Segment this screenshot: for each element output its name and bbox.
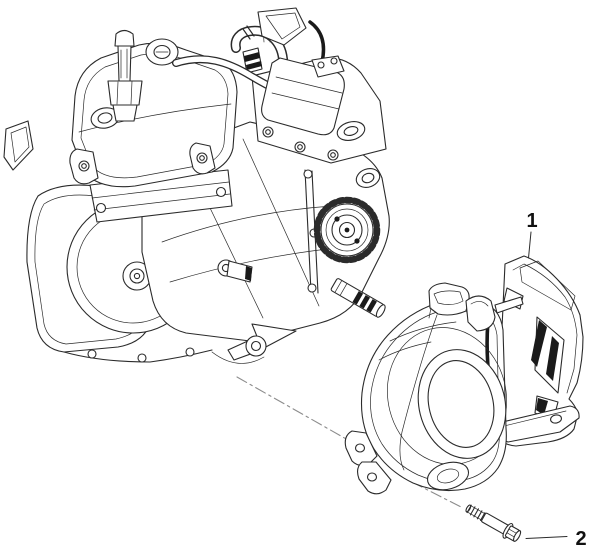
- cover-guard-bracket: [491, 255, 584, 447]
- drive-sprocket: [313, 196, 381, 264]
- sensor: [242, 47, 263, 74]
- frame-bracket: [3, 120, 34, 171]
- engine-mount-eye: [355, 168, 381, 188]
- callout-1-label: 1: [526, 210, 537, 232]
- spark-plug: [107, 29, 143, 122]
- cylinder-head-cover: [69, 42, 238, 188]
- callout-2: 2: [525, 528, 587, 550]
- cover-mount-ears: [344, 430, 470, 495]
- callout-2-label: 2: [575, 528, 586, 550]
- flywheel-cover-part: [344, 255, 584, 495]
- filler-cap: [145, 38, 179, 66]
- callout-2-leader-line: [525, 536, 568, 539]
- crankshaft-stub: [330, 278, 386, 318]
- carburetor-flange: [261, 55, 345, 136]
- callout-1: 1: [526, 210, 538, 259]
- engine-assembly: [3, 7, 390, 364]
- cover-bottom-boss: [426, 461, 470, 491]
- top-bracket: [257, 7, 307, 46]
- water-pump-stub: [217, 259, 253, 283]
- case-bottom-edge: [63, 323, 297, 364]
- cover-body: [360, 301, 507, 492]
- cover-top-tab: [428, 282, 524, 332]
- bolt-threads: [466, 504, 486, 521]
- cover-bolt-part: [465, 504, 522, 542]
- callout-1-leader-line: [528, 231, 532, 259]
